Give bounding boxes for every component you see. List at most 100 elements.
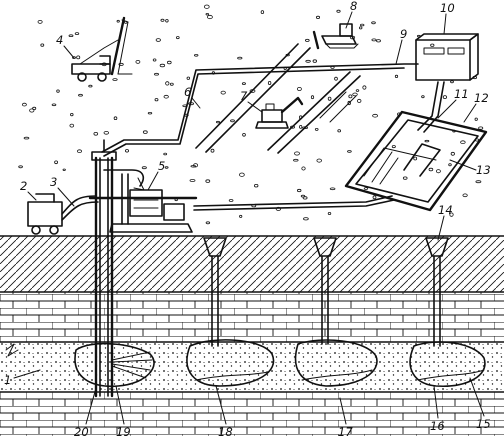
haul-road-line — [277, 75, 361, 154]
callout-14: 14 — [438, 203, 453, 217]
surface-pebble — [462, 193, 468, 198]
surface-pebble — [40, 43, 45, 47]
borehole — [203, 237, 227, 347]
callout-19: 19 — [116, 425, 131, 439]
surface-pebble — [329, 187, 336, 191]
callout-5: 5 — [158, 159, 165, 173]
surface-pebble — [376, 39, 381, 43]
surface-pebble — [360, 23, 365, 27]
pipelines — [61, 63, 445, 221]
surface-pebble — [314, 127, 319, 131]
surface-pebble — [165, 19, 169, 23]
surface-pebble — [152, 58, 157, 62]
surface-pebble — [237, 56, 243, 60]
surface-pebble — [103, 131, 109, 135]
surface-pebble — [449, 212, 454, 217]
surface-pebble — [460, 140, 466, 145]
excavator — [255, 96, 304, 129]
surface-pebble — [125, 149, 130, 153]
boreholes — [203, 237, 449, 347]
surface-pebble — [205, 221, 211, 225]
cavity — [294, 339, 378, 387]
surface-pebble — [141, 166, 147, 170]
haul-road-line — [267, 71, 351, 151]
callout-3: 3 — [50, 175, 57, 189]
compressor-trailer — [27, 193, 63, 235]
bulldozer — [312, 23, 359, 50]
callout-12: 12 — [474, 91, 489, 105]
ground-surface — [18, 4, 484, 225]
surface-pebble — [337, 129, 342, 133]
surface-pebble — [260, 10, 265, 15]
surface-pebble — [294, 151, 300, 156]
surface-pebble — [147, 111, 153, 115]
strata — [0, 235, 504, 436]
surface-pebble — [220, 90, 226, 95]
callout-7: 7 — [240, 89, 248, 103]
haul-road-line — [195, 43, 299, 149]
surface-pebble — [475, 180, 482, 184]
surface-pebble — [186, 76, 190, 80]
surface-pebble — [193, 53, 199, 57]
callout-6: 6 — [184, 85, 191, 99]
surface-pebble — [21, 102, 27, 107]
callout-8: 8 — [350, 0, 357, 13]
surface-pebble — [93, 132, 99, 136]
surface-pebble — [29, 108, 35, 113]
surface-pebble — [357, 98, 362, 103]
callout-15: 15 — [476, 417, 491, 431]
surface-pebble — [347, 150, 352, 153]
surface-pebble — [297, 188, 302, 193]
settling-basin — [344, 110, 488, 212]
surface-pebble — [23, 136, 30, 140]
cavities — [74, 339, 486, 388]
surface-pebble — [210, 148, 215, 153]
cavity — [186, 339, 275, 387]
surface-pebble — [371, 21, 376, 25]
surface-pebble — [164, 166, 169, 169]
surface-pebble — [69, 123, 75, 128]
bedrock-layer — [0, 392, 504, 436]
surface-pebble — [362, 85, 367, 90]
haul-road-line — [205, 47, 311, 153]
surface-pebble — [421, 95, 425, 99]
surface-pebble — [155, 38, 161, 42]
surface-pebble — [301, 166, 306, 171]
limestone-layer — [0, 292, 504, 342]
surface-pebble — [169, 82, 174, 86]
surface-pebble — [37, 19, 43, 24]
surface-pebble — [347, 100, 351, 106]
surface-pebble — [112, 78, 118, 81]
callout-2: 2 — [20, 179, 27, 193]
surface-pebble — [118, 62, 124, 66]
callout-labels: 1 2 3 4 5 6 7 8 9 10 11 12 13 14 15 16 1… — [4, 0, 491, 439]
surface-pebble — [359, 26, 363, 30]
surface-pebble — [160, 18, 165, 22]
surface-pebble — [450, 151, 455, 156]
borehole — [313, 237, 337, 345]
surface-pebble — [88, 84, 93, 88]
surface-pebble — [70, 113, 74, 117]
surface-pebble — [371, 38, 377, 42]
callout-9: 9 — [400, 27, 407, 41]
surface-pebble — [62, 168, 66, 172]
surface-pebble — [242, 133, 246, 137]
surface-pebble — [241, 82, 246, 85]
surface-pebble — [304, 38, 310, 42]
surface-pebble — [163, 152, 168, 156]
surface-pebble — [54, 160, 58, 165]
surface-pebble — [142, 130, 148, 134]
surface-pebble — [230, 119, 235, 123]
surface-pebble — [78, 93, 83, 97]
surface-pebble — [204, 4, 210, 9]
surface-pebble — [113, 116, 118, 120]
surface-pebble — [315, 15, 320, 19]
surface-pebble — [18, 165, 23, 169]
surface-pebble — [135, 60, 141, 64]
surface-pebble — [448, 163, 452, 167]
leader-lines — [13, 11, 485, 425]
callout-18: 18 — [218, 425, 233, 439]
surface-pebble — [68, 34, 74, 37]
surface-pebble — [424, 139, 430, 143]
